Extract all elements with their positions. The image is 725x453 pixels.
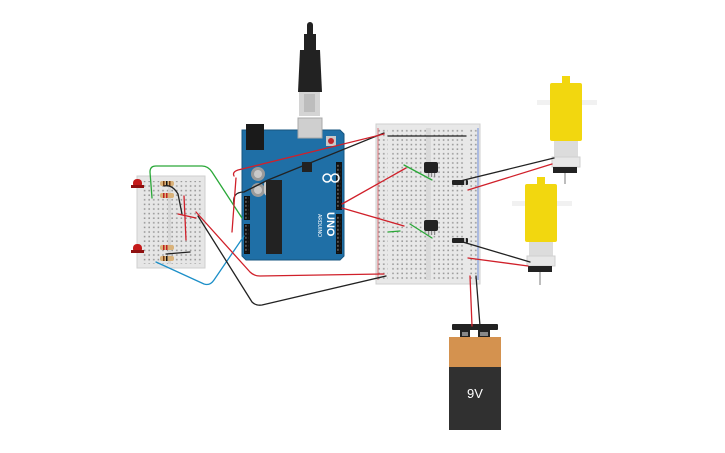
resistor-bottom[interactable] [160, 245, 174, 250]
wire-red-jumper-2[interactable] [177, 213, 197, 219]
wire-red-motor-top[interactable] [467, 163, 553, 191]
arduino-uno-board[interactable]: ARDUINO UNO [241, 117, 345, 261]
dc-motor-top[interactable] [537, 76, 597, 184]
arduino-model-label: UNO [324, 212, 336, 237]
diode-top[interactable] [452, 180, 468, 185]
wire-red-5v[interactable] [232, 133, 385, 177]
wire-red-led[interactable] [231, 177, 237, 233]
resistor-top-2[interactable] [160, 193, 174, 198]
arduino-logo-icon [322, 173, 340, 183]
wire-black-motor-bottom[interactable] [455, 239, 531, 263]
main-breadboard[interactable] [375, 123, 481, 285]
transistor-bottom[interactable] [424, 220, 438, 235]
usb-cable [298, 22, 322, 116]
wire-red-motor-bottom[interactable] [467, 257, 529, 267]
wires [149, 132, 555, 327]
wire-black-ground[interactable] [197, 215, 387, 306]
wire-red-pin-to-transistor-top[interactable] [341, 167, 407, 205]
wire-black-battery[interactable] [475, 275, 481, 327]
resistor-bottom-2[interactable] [160, 256, 174, 261]
wire-red-battery[interactable] [469, 275, 473, 327]
wire-red-pin-to-transistor-bottom[interactable] [341, 207, 405, 227]
wire-red-long[interactable] [195, 211, 385, 277]
wire-black-jumper-1[interactable] [163, 185, 183, 215]
battery-label: 9V [467, 386, 483, 401]
wire-green-breadboard-bottom[interactable] [387, 223, 433, 239]
transistor-top[interactable] [424, 162, 438, 177]
led-top[interactable] [131, 179, 144, 188]
wire-blue-signal[interactable] [155, 235, 245, 286]
arduino-brand-label: ARDUINO [316, 214, 322, 237]
dc-motor-bottom[interactable] [512, 177, 572, 285]
wire-red-jumper-1[interactable] [183, 195, 187, 241]
wire-green-signal[interactable] [149, 165, 243, 219]
led-bottom[interactable] [131, 244, 144, 253]
wire-green-breadboard-top[interactable] [403, 164, 433, 181]
wire-black-motor-top[interactable] [455, 157, 555, 183]
resistor-top[interactable] [160, 181, 174, 186]
wire-black-jumper-2[interactable] [165, 251, 191, 255]
battery-9v[interactable]: 9V [449, 324, 501, 430]
